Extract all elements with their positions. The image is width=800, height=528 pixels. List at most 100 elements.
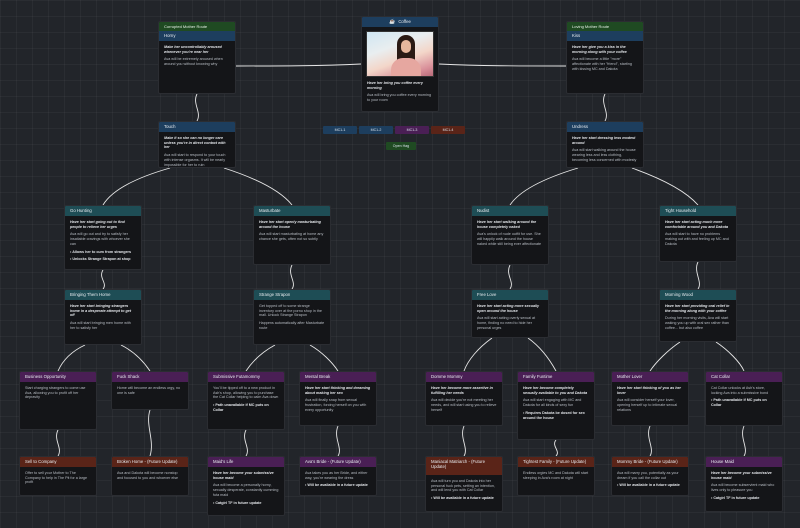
node-maids-life[interactable]: Maid's Life Have her become your submiss…: [207, 456, 285, 516]
node-title: Go Hunting: [65, 206, 141, 216]
node-prompt: Have her start thinking and dreaming abo…: [305, 386, 371, 395]
node-bullet: • Path unavailable if MC puts on Collar: [213, 403, 269, 412]
node-morning-wood[interactable]: Morning Wood Have her start providing or…: [659, 289, 737, 342]
node-title: Submissive Futamommy: [208, 372, 284, 382]
node-bullet: • Will be available in a future update: [617, 483, 680, 488]
node-description: During her morning visits, Ava will star…: [665, 316, 729, 330]
chip-mc1-2[interactable]: MC1-2: [359, 126, 393, 134]
edge-family-tightest: [554, 439, 558, 457]
node-sell-to-company[interactable]: Sell to Company Offer to sell your Mothe…: [19, 456, 97, 496]
node-kiss[interactable]: Loving Mother Route Kiss Have her give y…: [566, 21, 644, 94]
node-bringing-them-home[interactable]: Bringing Them Home Have her start bringi…: [64, 289, 142, 345]
node-touch[interactable]: Touch Make it so she can no longer care …: [158, 121, 236, 168]
node-description: Ava will start walking around the house …: [572, 148, 637, 162]
node-prompt: Have her start thinking of you as her lo…: [617, 386, 681, 395]
node-prompt: Have her start bringing strangers home i…: [70, 304, 132, 318]
node-domme-mommy[interactable]: Domme Mommy Have her become more asserti…: [425, 371, 503, 426]
edge-mother-bride: [648, 425, 652, 457]
node-prompt: Have her start walking around the house …: [477, 220, 537, 229]
edge-cat-housemaid: [742, 425, 746, 457]
node-title: Bringing Them Home: [65, 290, 141, 300]
edge-strapon-mental: [309, 344, 339, 372]
node-prompt: Make it so she can no longer care unless…: [164, 136, 226, 150]
node-title: Maid's Life: [208, 457, 284, 467]
node-business-opportunity[interactable]: Business Opportunity Start charging stra…: [19, 371, 97, 430]
node-bullet: • Requires Dakota be dosed for sex aroun…: [523, 410, 585, 420]
node-title: Tight Household: [660, 206, 736, 216]
node-prompt: Have her become your submissive house ma…: [213, 471, 274, 480]
edge-coffee-horny: [235, 63, 362, 67]
node-free-love[interactable]: Free Love Have her start acting more sex…: [471, 289, 549, 338]
edge-morning-cat: [715, 341, 745, 372]
node-avas-bride[interactable]: Ava's Bride - (Future Update) Ava takes …: [299, 456, 377, 496]
node-cat-collar[interactable]: Cat Collar Cat Collar unlocks at Ash's s…: [705, 371, 783, 426]
edge-touch-gohunting: [102, 167, 171, 206]
node-description: Ava will bring you coffee every morning …: [367, 93, 432, 103]
edge-morning-mother: [649, 341, 681, 372]
node-title: Free Love: [472, 290, 548, 300]
node-title: Family Funtime: [518, 372, 594, 382]
chip-mc1-3[interactable]: MC1-3: [395, 126, 429, 134]
chip-open-hag[interactable]: Open Hag: [386, 142, 416, 150]
node-masturbate[interactable]: Masturbate Have her start openly masturb…: [253, 205, 331, 265]
node-title: Mommy Bride - (Future Update): [612, 457, 688, 467]
chip-mc1-1[interactable]: MC1-1: [323, 126, 357, 134]
edge-gohunting-bringing: [101, 269, 105, 290]
node-title: Coffee: [398, 19, 411, 24]
node-house-maid[interactable]: House Maid Have her become your submissi…: [705, 456, 783, 512]
node-title: Mother Lover: [612, 372, 688, 382]
edge-touch-masturbate: [223, 167, 293, 206]
edge-masturbate-strapon: [290, 264, 294, 290]
node-header: ☕Coffee: [362, 17, 438, 27]
node-prompt: Have her start openly masturbating aroun…: [259, 220, 321, 229]
node-horny[interactable]: Corrupted Mother Route Horny Make her un…: [158, 21, 236, 94]
edge-horny-touch: [195, 93, 199, 122]
node-bullet: • Path unavailable if MC puts on Collar: [711, 398, 767, 408]
node-tightest-family[interactable]: Tightest Family - (Future Update) Endles…: [517, 456, 595, 496]
edge-coffee-kiss: [438, 63, 567, 67]
node-family-funtime[interactable]: Family Funtime Have her become completel…: [517, 371, 595, 440]
node-maniacal-matriarch[interactable]: Maniacal Matriarch - (Future Update) Ava…: [425, 456, 503, 512]
node-mother-lover[interactable]: Mother Lover Have her start thinking of …: [611, 371, 689, 426]
node-nudist[interactable]: Nudist Have her start walking around the…: [471, 205, 549, 265]
node-bullet: • Catgirl TF in future update: [711, 495, 760, 500]
node-description: Ava will go out and try to satisfy her i…: [70, 232, 130, 246]
node-description: Ava will start masturbating at home any …: [259, 232, 324, 242]
node-bullet: • Unlocks Strange Strapon at shop: [70, 257, 131, 262]
node-mental-break[interactable]: Mental Break Have her start thinking and…: [299, 371, 377, 426]
node-description: Ava will be extremely aroused when aroun…: [164, 57, 223, 67]
node-title: Cat Collar: [706, 372, 782, 382]
node-title: Morning Wood: [660, 290, 736, 300]
node-fuck-shack[interactable]: Fuck Shack Home will become an endless o…: [111, 371, 189, 410]
node-description: Offer to sell your Mother to The Company…: [25, 471, 88, 485]
node-prompt: Have her start dressing less modest arou…: [572, 136, 636, 145]
node-description: Ava will become a little "more" affectio…: [572, 57, 632, 71]
node-tight-household[interactable]: Tight Household Have her start acting mu…: [659, 205, 737, 262]
node-strange-strapon[interactable]: Strange Strapon Get topped off to some s…: [253, 289, 331, 345]
node-coffee[interactable]: ☕Coffee Have her bring you coffee every …: [361, 16, 439, 112]
edge-sub-maid: [244, 429, 248, 457]
node-title: Touch: [159, 122, 235, 132]
node-description: Ava and Dakota will become nonstop and f…: [117, 471, 179, 480]
node-description: Ava will turn you and Dakota into her pe…: [431, 479, 495, 493]
node-title: Fuck Shack: [112, 372, 188, 382]
edge-undress-tight: [631, 167, 699, 206]
node-undress[interactable]: Undress Have her start dressing less mod…: [566, 121, 644, 168]
node-submissive-futamommy[interactable]: Submissive Futamommy You'll be tipped of…: [207, 371, 285, 430]
edge-tight-morning: [696, 261, 700, 290]
node-bullet: • Will be available in a future update: [305, 483, 368, 488]
node-description: Ava will start acting overly sexual at h…: [477, 316, 536, 330]
node-description: Ava's unlock of nude outfit for use. She…: [477, 232, 542, 246]
edge-fuckshack-broken: [148, 409, 152, 457]
node-description: Ava will become a personally horny, sexu…: [213, 483, 279, 497]
chip-mc1-4[interactable]: MC1-4: [431, 126, 465, 134]
node-go-hunting[interactable]: Go Hunting Have her start going out to f…: [64, 205, 142, 270]
node-description: Ava will decide you're not meeting her n…: [431, 398, 497, 412]
node-description: Ava will start bringing men home with he…: [70, 321, 131, 330]
edge-bringing-business: [57, 344, 86, 372]
node-mommy-bride[interactable]: Mommy Bride - (Future Update) Ava will m…: [611, 456, 689, 496]
node-broken-home[interactable]: Broken Home - (Future Update) Ava and Da…: [111, 456, 189, 496]
node-description: Start charging strangers to come use Ava…: [25, 386, 86, 400]
edge-strapon-sub: [245, 344, 276, 372]
